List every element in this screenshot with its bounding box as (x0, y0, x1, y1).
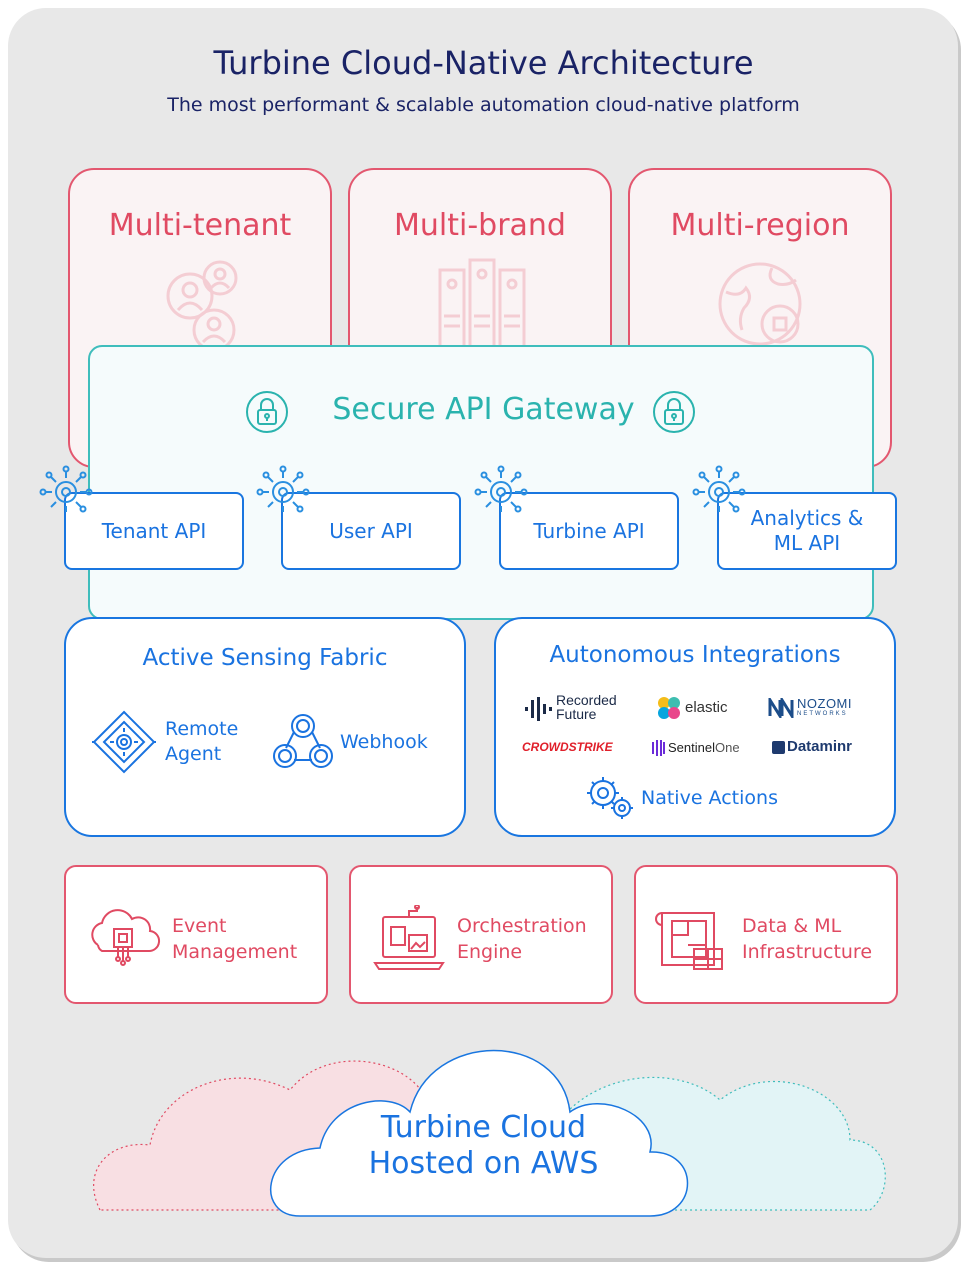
webhook-icon (273, 714, 333, 768)
lock-icon (246, 391, 288, 433)
page-title: Turbine Cloud-Native Architecture (213, 44, 754, 82)
elastic-logo: elastic (685, 699, 728, 716)
blueprint-icon (655, 912, 723, 970)
orchestration-engine-box: Orchestration Engine (349, 865, 613, 1004)
nozomi-logo-icon (768, 698, 794, 718)
webhook-label: Webhook (340, 731, 428, 753)
cloud-illustration (93, 1049, 886, 1217)
sentinelone-logo: SentinelOne (668, 740, 740, 755)
nozomi-logo: NOZOMI NETWORKS (797, 697, 852, 718)
lock-icon (653, 391, 695, 433)
user-api-box: User API (281, 492, 461, 570)
autonomous-integrations-panel (494, 617, 896, 837)
users-icon (166, 260, 238, 352)
turbine-api-box: Turbine API (499, 492, 679, 570)
logo-text-bottom: NETWORKS (797, 711, 848, 717)
pillar-label: Multi-region (670, 208, 850, 243)
dataminr-logo: Dataminr (787, 738, 853, 755)
logo-text-a: Sentinel (668, 740, 715, 755)
data-ml-infrastructure-box: Data & ML Infrastructure (634, 865, 898, 1004)
event-management-label: Event Management (172, 915, 298, 963)
api-gateway-panel (88, 345, 874, 620)
event-management-box: Event Management (64, 865, 328, 1004)
logo-text-b: One (714, 740, 740, 755)
network-gear-icon (474, 465, 528, 513)
network-gear-icon (256, 465, 310, 513)
orchestration-engine-label: Orchestration Engine (457, 915, 587, 963)
native-actions-label: Native Actions (641, 787, 778, 809)
crowdstrike-logo: CROWDSTRIKE (522, 740, 613, 754)
dataminr-logo-icon (772, 741, 785, 754)
remote-agent-label: Remote Agent (165, 718, 239, 765)
cloud-label: Turbine Cloud Hosted on AWS (368, 1110, 599, 1181)
active-sensing-fabric-panel (64, 617, 466, 837)
integrations-title: Autonomous Integrations (549, 642, 841, 668)
recorded-future-logo: Recorded Future (556, 693, 617, 721)
logo-text-top: Recorded (556, 692, 617, 708)
network-gear-icon (692, 465, 746, 513)
pillar-label: Multi-brand (394, 208, 566, 243)
page-subtitle: The most performant & scalable automatio… (167, 94, 800, 116)
chip-cloud-icon (91, 909, 160, 966)
elastic-logo-icon (658, 697, 680, 719)
gears-icon (587, 777, 633, 819)
laptop-robot-icon (373, 905, 445, 970)
servers-icon (438, 258, 526, 352)
fabric-title: Active Sensing Fabric (142, 645, 388, 671)
logo-text-top: NOZOMI (797, 696, 852, 711)
globe-icon (718, 262, 802, 346)
data-ml-infrastructure-label: Data & ML Infrastructure (742, 915, 873, 963)
logo-text-bottom: Future (556, 706, 597, 722)
analytics-ml-api-box: Analytics & ML API (717, 492, 897, 570)
pillar-label: Multi-tenant (108, 208, 292, 243)
gateway-title: Secure API Gateway (332, 392, 635, 427)
recorded-future-logo-icon (525, 697, 552, 721)
network-gear-icon (39, 465, 93, 513)
tenant-api-box: Tenant API (64, 492, 244, 570)
sentinelone-logo-icon (652, 740, 665, 756)
remote-agent-icon (92, 710, 156, 774)
main-cloud-shape (269, 1049, 689, 1217)
